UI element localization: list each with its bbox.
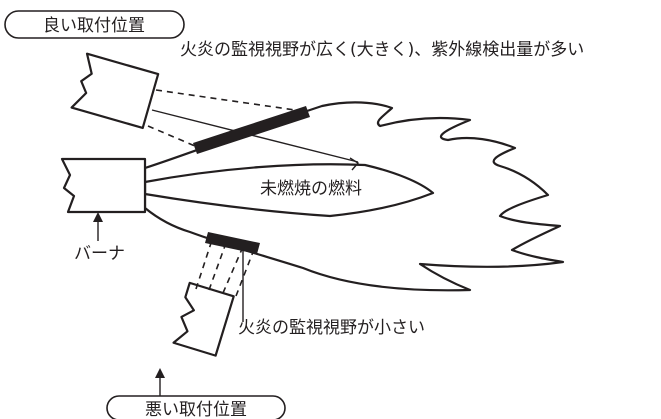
narrow-view-callout: 火炎の監視視野が小さい [238,318,425,338]
bad-position-pill [106,395,286,419]
bad-view-dash-2 [208,242,227,291]
good-view-contact-bar [193,106,310,154]
burner-body [60,157,147,214]
bad-view-dash-4 [235,251,254,297]
good-view-flame-marker [349,157,360,171]
bad-view-contact-bar [205,232,260,254]
flame-outline [143,101,565,292]
bad-view-dash-3 [222,248,243,294]
unburned-fuel-label: 未燃焼の燃料 [260,179,362,199]
wide-view-callout: 火炎の監視視野が広く(大きく)、紫外線検出量が多い [180,40,584,60]
good-position-pill [4,10,185,39]
good-position-label: 良い取付位置 [43,16,145,36]
good-view-lower-dash [147,125,196,147]
bad-view-dash-1 [195,239,213,290]
burner-label: バーナ [74,244,125,264]
bad-sensor [172,281,235,357]
good-sensor [70,52,160,130]
good-view-centerline [151,109,359,163]
good-view-upper-dash [155,89,303,112]
burner-arrow-head [93,212,103,222]
bad-position-label: 悪い取付位置 [145,400,247,419]
unburned-fuel-cone [143,163,435,218]
bad-position-arrow-head [155,368,165,378]
